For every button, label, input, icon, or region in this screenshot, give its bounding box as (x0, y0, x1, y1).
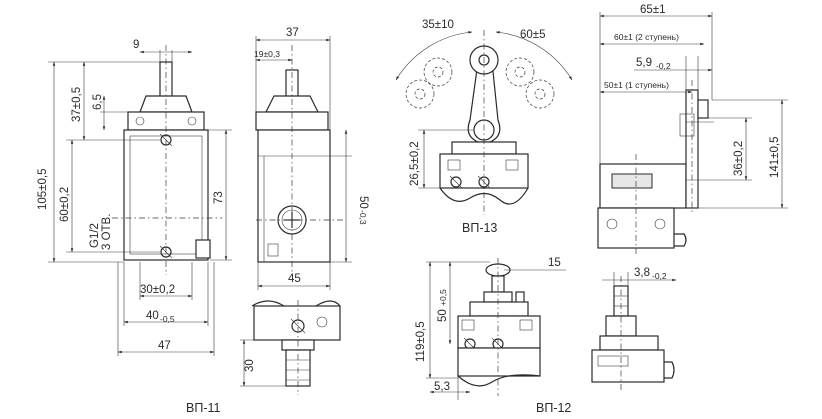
vp13-view (405, 30, 555, 215)
dim-47-label: 47 (158, 340, 171, 352)
dim-60-label: 60±0,2 (59, 187, 71, 222)
vp13-dimensions: 35±10 60±5 26,5±0,2 (395, 19, 573, 189)
dim-50-label: 50 (357, 196, 369, 209)
dim-9-label: 9 (133, 39, 139, 51)
dim-37v-label: 37±0,5 (71, 87, 83, 122)
dim-119-label: 119±0,5 (415, 321, 427, 362)
vp11-side-dimensions: 37 19±0,3 50 -0,3 45 (254, 27, 369, 290)
dim-3-8-label: 3,8 (634, 267, 650, 279)
dim-50b-tol: +0,5 (438, 289, 448, 306)
holes-label: 3 ОТВ. (101, 214, 113, 250)
side-view-right-dimensions: 65±1 60±1 (2 ступень) 5,9 -0,2 50±1 (1 с… (599, 4, 788, 209)
dim-3-8-tol: -0,2 (652, 271, 667, 281)
dim-141-label: 141±0,5 (769, 137, 781, 179)
vp11-dimensions: 9 105±0,5 37±0,5 6,5 60±0,2 G1/2 3 ОТВ. … (37, 39, 232, 356)
bottom-right-detail: 3,8 -0,2 (591, 267, 677, 392)
dim-50-tol: -0,3 (358, 210, 368, 225)
dim-45-label: 45 (288, 273, 301, 285)
dim-40-label: 40 (146, 310, 159, 322)
dim-15-label: 15 (548, 257, 561, 269)
dim-35-label: 35±10 (422, 19, 454, 31)
dim-50s1-label: 50±1 (1 ступень) (604, 80, 669, 90)
vp11-bottom-detail: 30 (240, 300, 341, 395)
vp13-label: ВП-13 (462, 221, 497, 235)
vp12-dimensions: 15 119±0,5 50 +0,5 5,3 (415, 257, 566, 400)
vp11-front-view (112, 45, 222, 275)
dim-50b-label: 50 (437, 309, 449, 322)
dim-6-5-label: 6,5 (92, 94, 104, 110)
dim-19-label: 19±0,3 (254, 49, 280, 59)
dim-30v-label: 30 (244, 359, 256, 372)
vp11-side-view (255, 45, 346, 275)
side-view-right (597, 80, 714, 254)
dim-60s2-label: 60±1 (2 ступень) (614, 32, 679, 42)
dim-36-label: 36±0,2 (733, 141, 745, 176)
dim-40-tol: -0,5 (160, 314, 175, 324)
dim-26-5-label: 26,5±0,2 (409, 141, 421, 186)
dim-105-label: 105±0,5 (37, 169, 49, 211)
vp12-label: ВП-12 (536, 401, 571, 415)
dim-37-label: 37 (286, 27, 299, 39)
vp11-label: ВП-11 (186, 401, 221, 415)
dim-30h-label: 30±0,2 (140, 284, 175, 296)
dim-5-9-tol: -0,2 (656, 61, 671, 71)
dim-65-label: 65±1 (640, 4, 666, 16)
dim-5-3-label: 5,3 (434, 381, 450, 393)
vp12-view (457, 258, 541, 396)
dim-73-label: 73 (213, 191, 225, 204)
dim-5-9-label: 5,9 (636, 57, 652, 69)
thread-label: G1/2 (89, 223, 101, 248)
dim-60a-label: 60±5 (520, 29, 546, 41)
